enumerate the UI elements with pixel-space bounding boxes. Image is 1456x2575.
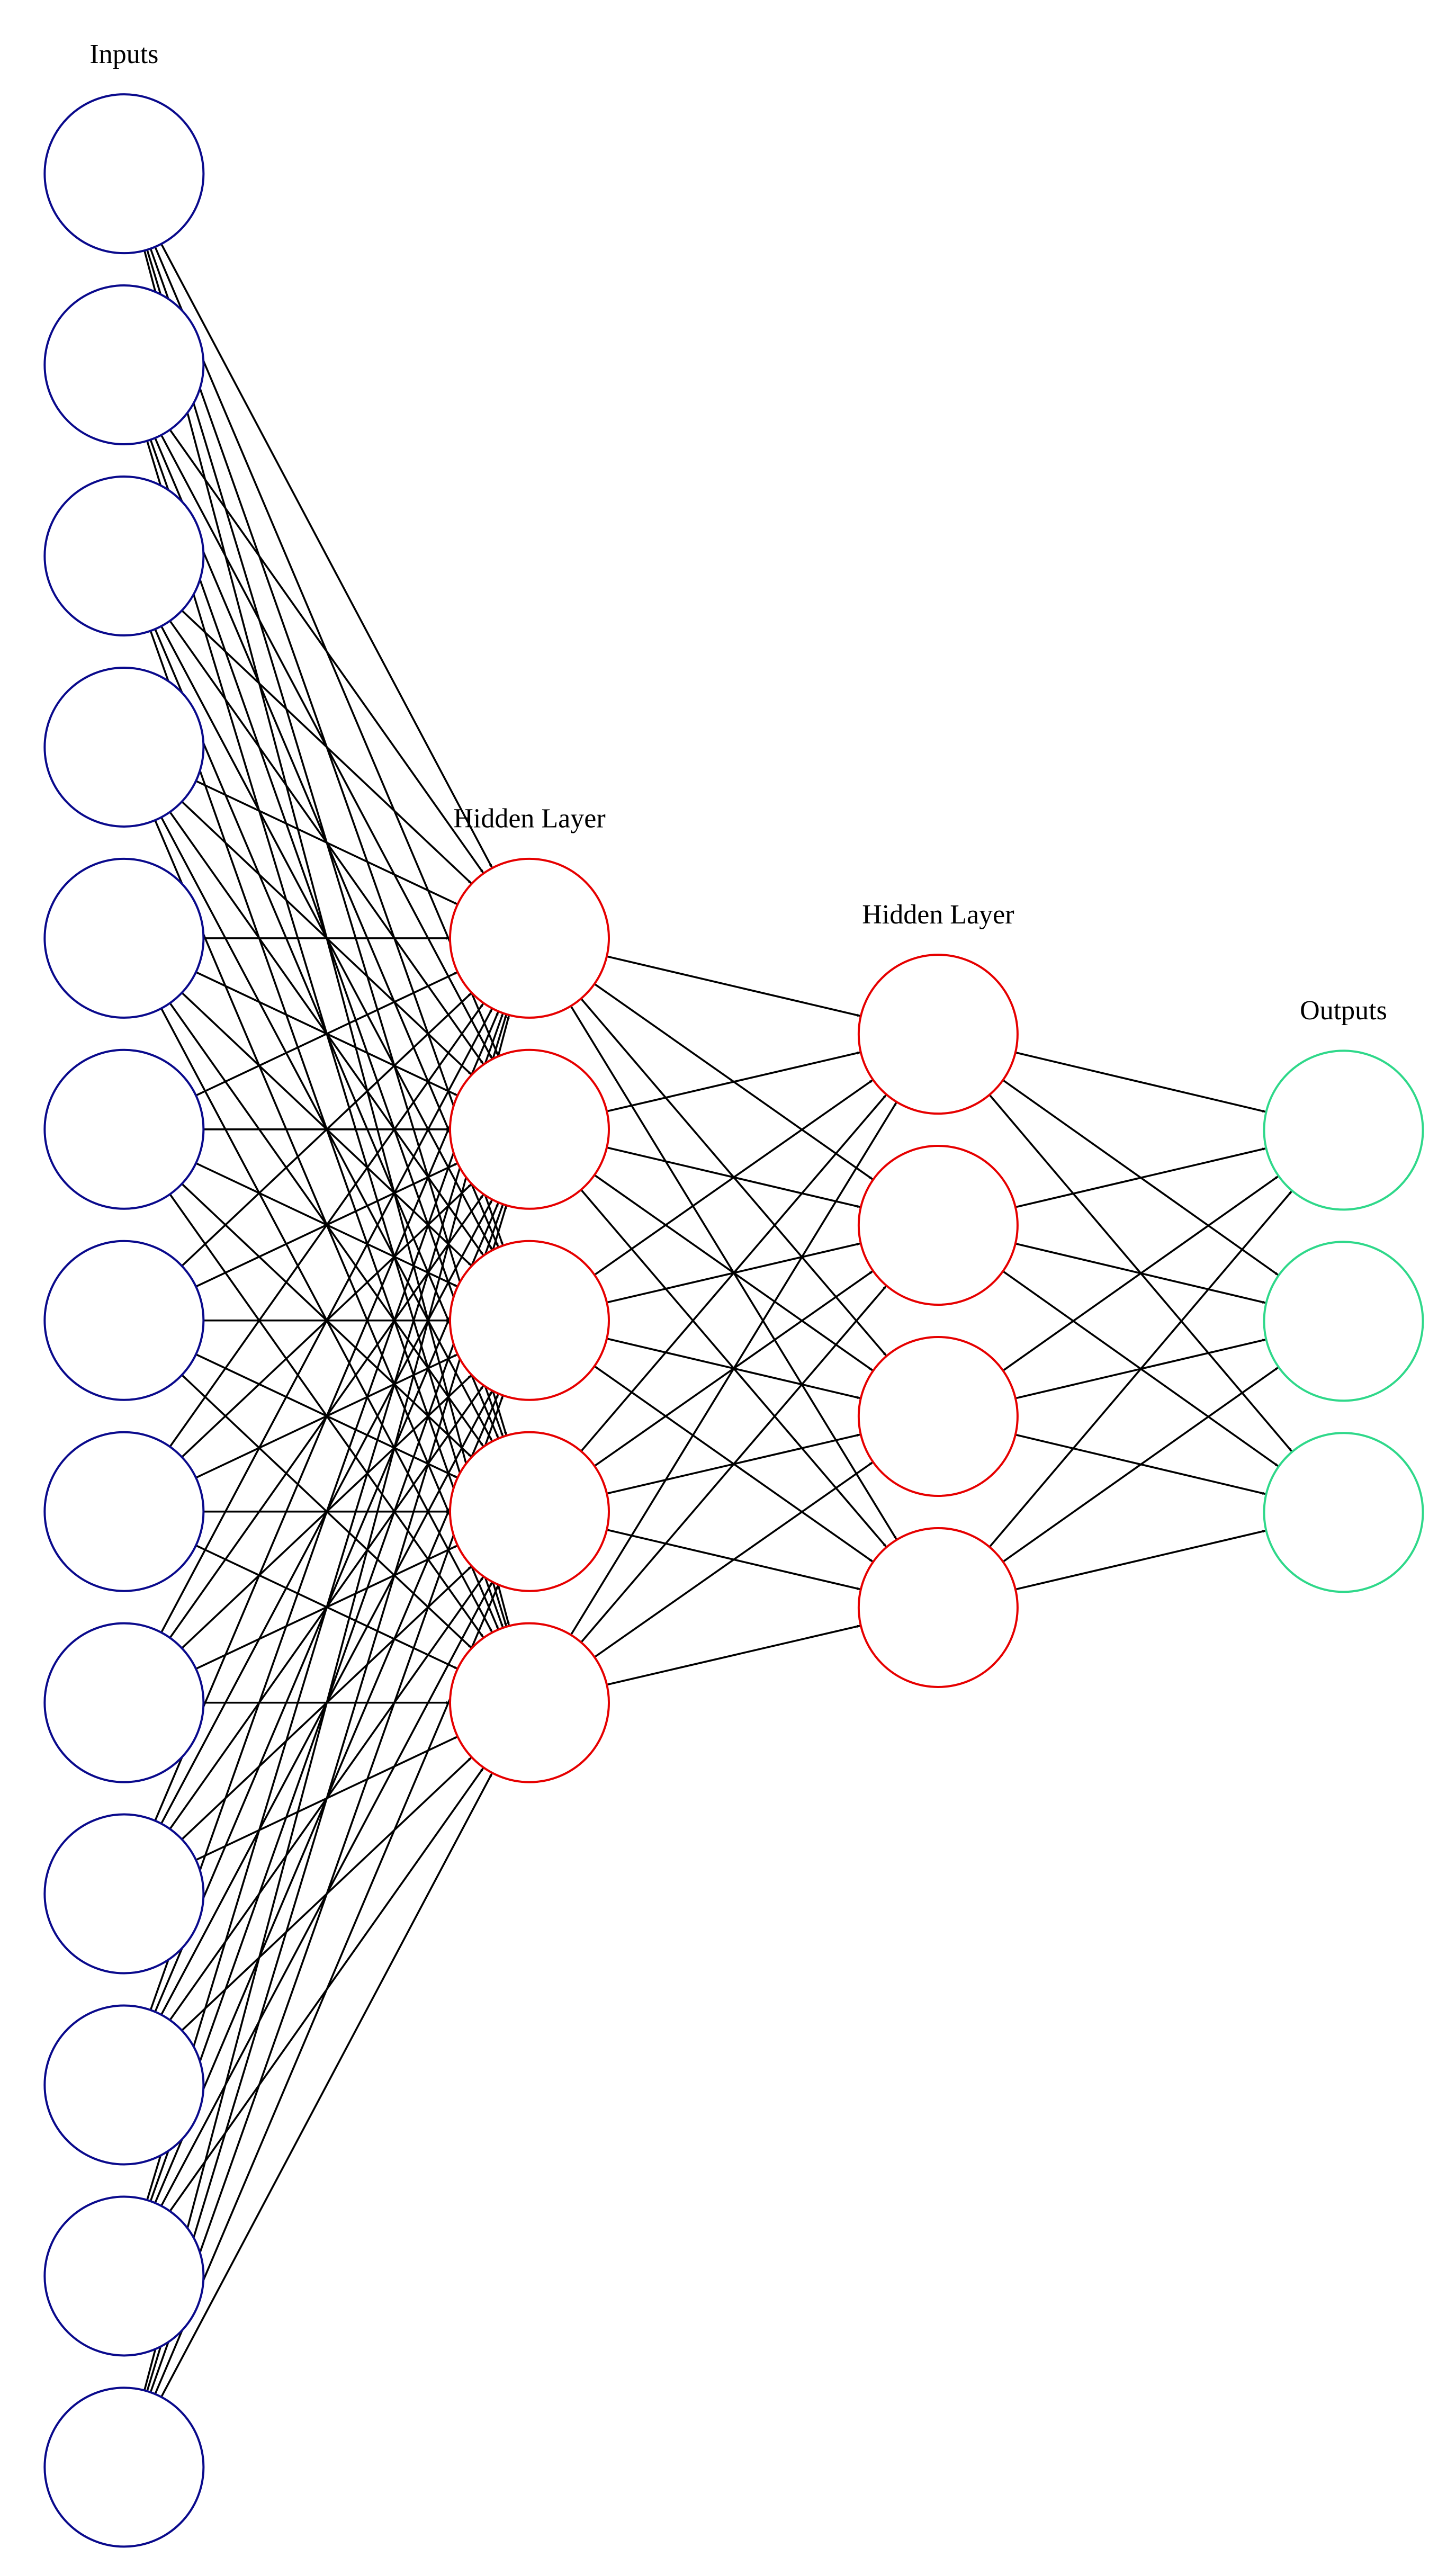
hidden1-node-4 — [449, 1431, 610, 1592]
connection-edge-0-2-0 — [181, 609, 473, 885]
input-node-12 — [43, 2195, 205, 2357]
output-node-3 — [1263, 1432, 1424, 1593]
connection-edge-2-2-0 — [1002, 1175, 1280, 1371]
layer-title-hidden-1: Hidden Layer — [453, 804, 605, 834]
connection-edge-0-12-4 — [160, 1772, 493, 2398]
connection-edge-2-3-1 — [1002, 1366, 1280, 1563]
connection-edge-0-0-0 — [160, 243, 493, 869]
hidden2-node-4 — [857, 1527, 1019, 1688]
input-node-8 — [43, 1431, 205, 1592]
hidden2-node-2 — [857, 1145, 1019, 1306]
connection-edge-0-12-1 — [146, 1205, 508, 2392]
input-node-6 — [43, 1048, 205, 1210]
connection-edge-1-1-0 — [606, 1051, 861, 1112]
output-node-1 — [1263, 1049, 1424, 1211]
input-node-5 — [43, 857, 205, 1019]
input-node-3 — [43, 475, 205, 636]
output-node-2 — [1263, 1241, 1424, 1402]
input-node-9 — [43, 1622, 205, 1783]
hidden1-node-1 — [449, 857, 610, 1019]
hidden1-node-3 — [449, 1240, 610, 1401]
input-node-10 — [43, 1813, 205, 1975]
connection-edge-0-5-0 — [195, 971, 459, 1097]
input-node-13 — [43, 2386, 205, 2548]
connection-edge-0-12-2 — [149, 1395, 504, 2393]
input-node-11 — [43, 2004, 205, 2166]
neurons — [43, 93, 1424, 2548]
connections — [143, 243, 1293, 2398]
connection-edge-0-8-0 — [160, 1008, 493, 1633]
connection-edge-1-2-0 — [594, 1079, 874, 1276]
hidden1-node-2 — [449, 1048, 610, 1210]
connection-edge-0-9-0 — [154, 1011, 500, 1822]
connection-edge-1-4-2 — [594, 1461, 874, 1658]
connection-edge-0-6-0 — [181, 992, 473, 1267]
connection-edge-0-11-0 — [146, 1013, 508, 2201]
input-node-2 — [43, 284, 205, 446]
connection-edge-0-7-0 — [169, 1002, 484, 1448]
layer-title-outputs: Outputs — [1300, 995, 1387, 1026]
layer-title-hidden-2: Hidden Layer — [862, 900, 1014, 930]
input-node-1 — [43, 93, 205, 255]
connection-edge-1-4-0 — [570, 1101, 898, 1636]
layer-title-inputs: Inputs — [89, 39, 158, 69]
layer-titles: Inputs Hidden Layer Hidden Layer Outputs — [89, 39, 1387, 1026]
input-node-4 — [43, 666, 205, 828]
connection-edge-1-0-0 — [606, 955, 861, 1017]
connection-edge-0-10-0 — [149, 1012, 504, 2011]
connection-edge-2-0-0 — [1015, 1051, 1266, 1113]
connection-edge-1-4-3 — [606, 1625, 861, 1686]
connection-edge-2-1-0 — [1015, 1147, 1266, 1208]
connection-edge-2-3-0 — [988, 1190, 1293, 1548]
connection-edge-1-4-1 — [580, 1285, 887, 1643]
connection-edge-2-3-2 — [1015, 1529, 1266, 1591]
connection-edge-0-12-0 — [143, 1015, 510, 2391]
hidden2-node-1 — [857, 954, 1019, 1115]
connection-edge-0-12-3 — [154, 1584, 500, 2394]
connection-edge-1-3-0 — [580, 1093, 887, 1452]
hidden2-node-3 — [857, 1336, 1019, 1497]
input-node-7 — [43, 1240, 205, 1401]
connection-edge-0-1-0 — [169, 429, 484, 874]
hidden1-node-5 — [449, 1622, 610, 1783]
connection-edge-0-3-0 — [195, 780, 459, 905]
